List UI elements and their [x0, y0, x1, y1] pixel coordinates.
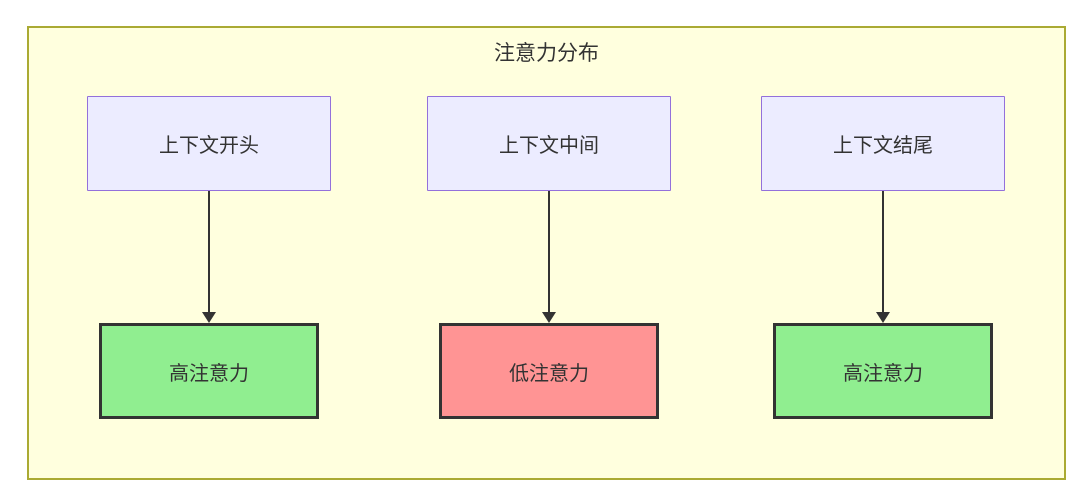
attention-subgraph: 注意力分布 上下文开头 高注意力 上下文中间 低注意力 上下文结尾 高注意力: [27, 26, 1066, 480]
edge-context-middle: [542, 191, 556, 323]
edge-context-start: [202, 191, 216, 323]
edge-line: [548, 191, 550, 312]
diagram-title: 注意力分布: [494, 42, 599, 65]
attention-result-node: 高注意力: [99, 323, 319, 419]
attention-result-node: 高注意力: [773, 323, 993, 419]
edge-context-end: [876, 191, 890, 323]
flow-column-context-start: 上下文开头 高注意力: [85, 96, 333, 419]
arrowhead-down-icon: [202, 312, 216, 323]
edge-line: [208, 191, 210, 312]
edge-line: [882, 191, 884, 312]
context-end-node: 上下文结尾: [761, 96, 1005, 191]
arrowhead-down-icon: [876, 312, 890, 323]
context-middle-node: 上下文中间: [427, 96, 671, 191]
context-start-node: 上下文开头: [87, 96, 331, 191]
flow-column-context-end: 上下文结尾 高注意力: [759, 96, 1007, 419]
arrowhead-down-icon: [542, 312, 556, 323]
flow-column-context-middle: 上下文中间 低注意力: [425, 96, 673, 419]
attention-result-node: 低注意力: [439, 323, 659, 419]
